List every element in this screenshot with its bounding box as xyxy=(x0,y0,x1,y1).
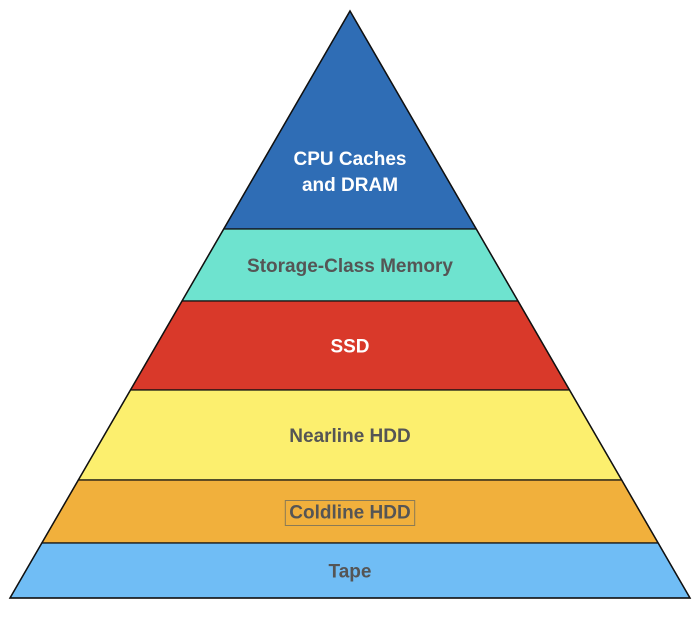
tier-label: CPU Caches and DRAM xyxy=(294,149,407,196)
pyramid-outline xyxy=(8,9,692,599)
tier-label-line: Coldline HDD xyxy=(289,503,410,524)
pyramid-tier-4: Nearline HDD xyxy=(77,389,623,481)
pyramid-tier-1: CPU Caches and DRAM xyxy=(222,9,478,230)
label-highlight-box xyxy=(284,500,416,526)
tier-label-line: Nearline HDD xyxy=(289,426,410,447)
pyramid-tier-6: Tape xyxy=(8,542,692,599)
tier-label-line: Storage-Class Memory xyxy=(247,256,453,277)
pyramid-tier-3: SSD xyxy=(129,300,571,391)
tier-band xyxy=(222,9,478,230)
tier-label-line: CPU Caches xyxy=(294,149,407,170)
tier-label-line: Tape xyxy=(329,562,372,583)
tier-label: Coldline HDD xyxy=(289,503,410,524)
tier-label: Storage-Class Memory xyxy=(247,256,453,277)
pyramid-tier-5: Coldline HDD xyxy=(40,479,660,544)
tier-label: Nearline HDD xyxy=(289,426,410,447)
tier-label: SSD xyxy=(330,337,369,358)
tier-label-line: SSD xyxy=(330,337,369,358)
tier-label-line: and DRAM xyxy=(302,175,398,196)
pyramid-tier-2: Storage-Class Memory xyxy=(180,228,520,302)
tier-label: Tape xyxy=(329,562,372,583)
